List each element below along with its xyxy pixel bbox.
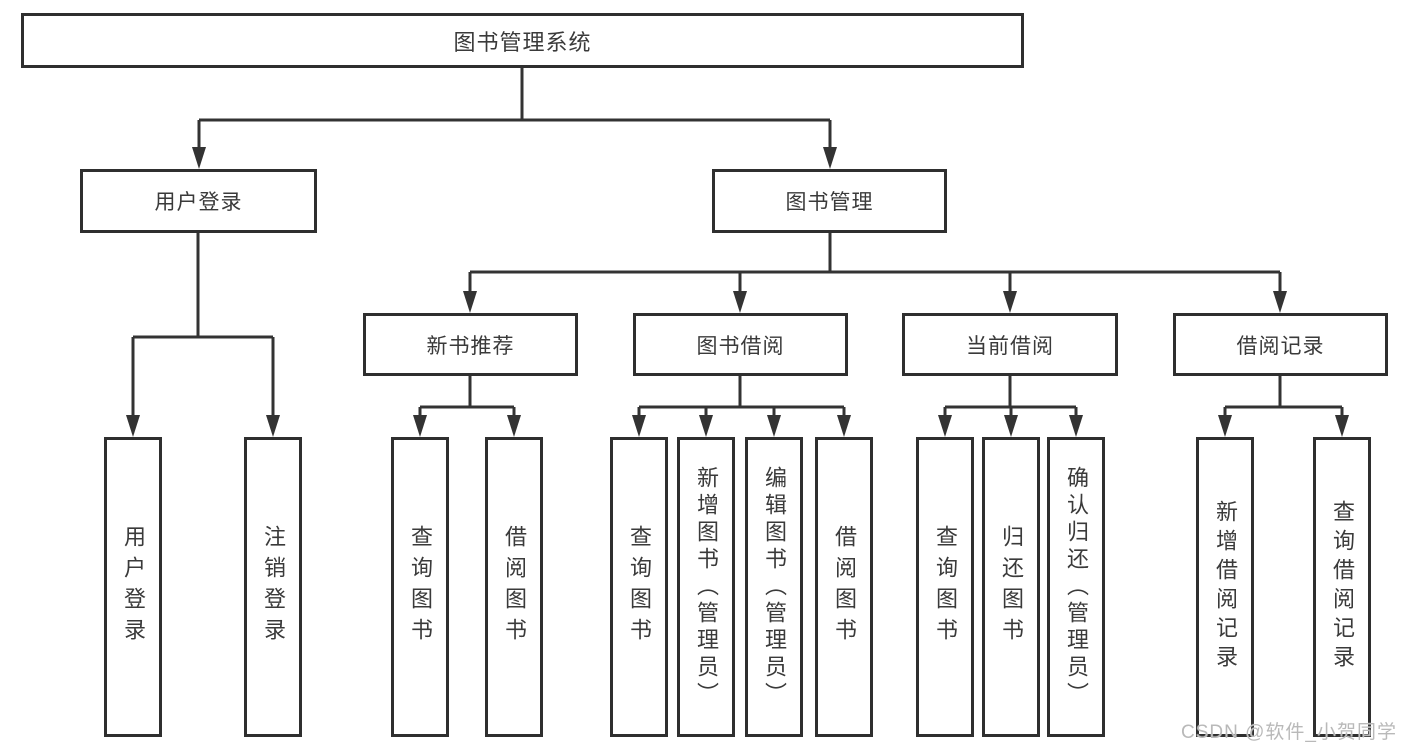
leaf-borrowing-query-books-label: 查询图书 [627,525,652,649]
node-new-book-recommend-label: 新书推荐 [426,334,515,358]
node-current-borrowing: 当前借阅 [902,313,1118,376]
leaf-query-borrow-record: 查询借阅记录 [1313,437,1371,737]
leaf-edit-books-admin-label: 编辑图书（管理员） [762,465,787,709]
leaf-add-borrow-record: 新增借阅记录 [1196,437,1254,737]
csdn-watermark: CSDN @软件_小贺同学 [1181,722,1397,743]
leaf-user-login: 用户登录 [104,437,162,737]
leaf-add-books-admin-label: 新增图书（管理员） [694,465,719,709]
leaf-logout-label: 注销登录 [261,525,286,649]
leaf-edit-books-admin: 编辑图书（管理员） [745,437,803,737]
leaf-add-borrow-record-label: 新增借阅记录 [1213,500,1238,674]
leaf-add-books-admin: 新增图书（管理员） [677,437,735,737]
node-user-login-label: 用户登录 [154,191,243,214]
node-book-borrowing-label: 图书借阅 [696,334,785,358]
leaf-confirm-return-admin-label: 确认归还（管理员） [1064,465,1089,709]
leaf-current-query-books-label: 查询图书 [933,525,958,649]
leaf-current-query-books: 查询图书 [916,437,974,737]
node-current-borrowing-label: 当前借阅 [966,334,1054,358]
leaf-logout: 注销登录 [244,437,302,737]
leaf-recommend-query-books: 查询图书 [391,437,449,737]
node-user-login: 用户登录 [80,169,317,233]
node-root: 图书管理系统 [21,13,1024,68]
node-root-label: 图书管理系统 [453,29,592,55]
node-book-borrowing: 图书借阅 [633,313,848,376]
leaf-borrowing-borrow-books: 借阅图书 [815,437,873,737]
leaf-return-books: 归还图书 [982,437,1040,737]
leaf-recommend-query-books-label: 查询图书 [408,525,433,649]
node-borrowing-records: 借阅记录 [1173,313,1388,376]
node-new-book-recommend: 新书推荐 [363,313,578,376]
leaf-borrowing-borrow-books-label: 借阅图书 [832,525,857,649]
leaf-borrowing-query-books: 查询图书 [610,437,668,737]
node-borrowing-records-label: 借阅记录 [1236,334,1325,358]
leaf-confirm-return-admin: 确认归还（管理员） [1047,437,1105,737]
node-book-management-label: 图书管理 [785,191,874,214]
leaf-recommend-borrow-books: 借阅图书 [485,437,543,737]
arrowhead-icons [126,147,1349,437]
leaf-recommend-borrow-books-label: 借阅图书 [502,525,527,649]
leaf-user-login-label: 用户登录 [121,525,146,649]
leaf-return-books-label: 归还图书 [999,525,1024,649]
leaf-query-borrow-record-label: 查询借阅记录 [1330,500,1355,674]
node-book-management: 图书管理 [712,169,947,233]
